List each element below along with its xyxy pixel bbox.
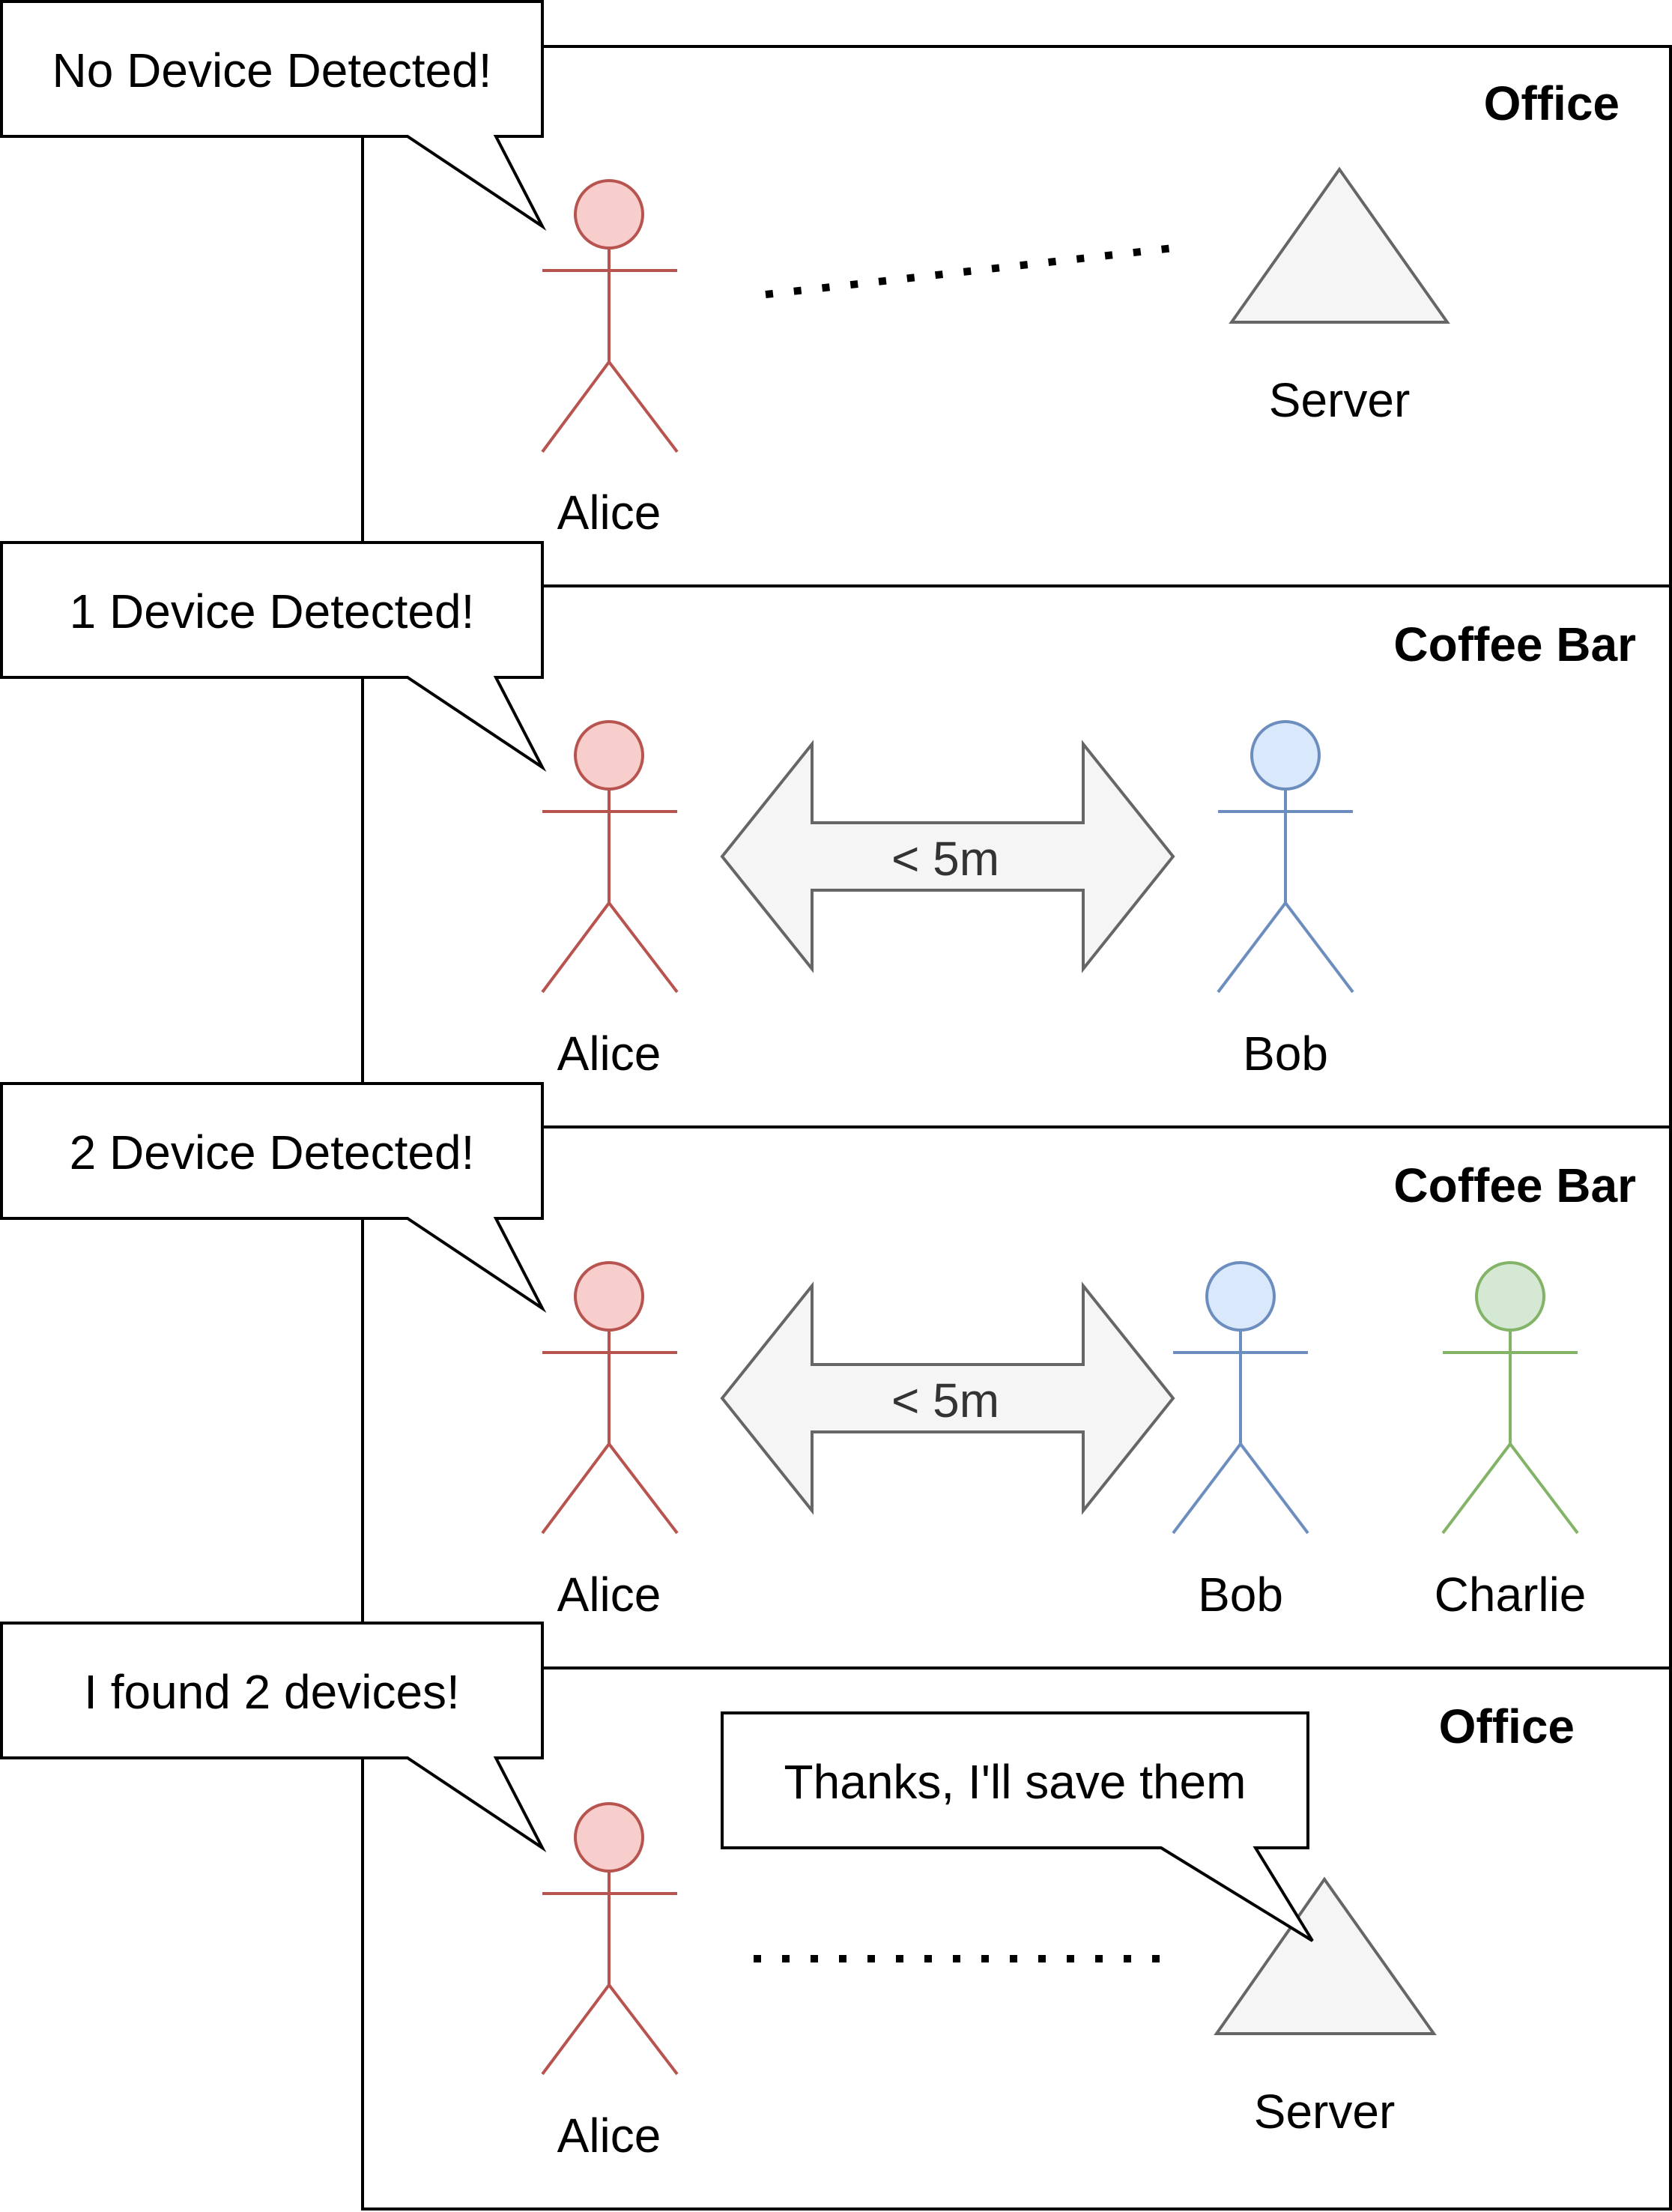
- stick-figure-actor-icon: [1250, 720, 1321, 791]
- actor-charlie: [1441, 1261, 1579, 1535]
- double-headed-arrow-icon: [720, 1281, 1175, 1515]
- actor-label: Alice: [557, 486, 661, 540]
- panel-title: Office: [1484, 76, 1620, 130]
- arrow-label: < 5m: [891, 1374, 999, 1427]
- callout-two-devices: 2 Device Detected!: [0, 1082, 547, 1313]
- callout-one-device: 1 Device Detected!: [0, 541, 547, 772]
- speech-callout-icon: [0, 1622, 547, 1852]
- stick-figure-actor-icon: [1475, 1261, 1545, 1332]
- panel-4-office: Office I found 2 devices! Alice Server T…: [0, 1622, 1672, 2211]
- callout-text: I found 2 devices!: [84, 1665, 460, 1719]
- actor-label: Bob: [1243, 1027, 1328, 1081]
- double-headed-arrow-icon: [720, 740, 1175, 973]
- actor-label: Alice: [557, 2109, 661, 2163]
- callout-no-device: No Device Detected!: [0, 0, 547, 231]
- speech-callout-icon: [721, 1711, 1314, 1942]
- callout-text: 2 Device Detected!: [70, 1125, 475, 1179]
- actor-label: Charlie: [1435, 1568, 1587, 1622]
- speech-callout-icon: [0, 1082, 547, 1313]
- panel-3-coffee-bar: Coffee Bar 2 Device Detected! Alice < 5m…: [0, 1082, 1672, 1669]
- callout-text: No Device Detected!: [52, 43, 492, 97]
- triangle-server-icon: [1214, 1876, 1437, 2035]
- panel-title: Coffee Bar: [1393, 1158, 1636, 1212]
- callout-found-devices: I found 2 devices!: [0, 1622, 547, 1852]
- server: Server: [1214, 1876, 1437, 2139]
- arrow-label: < 5m: [891, 832, 999, 886]
- stick-figure-actor-icon: [1205, 1261, 1276, 1332]
- actor-alice: [541, 1802, 679, 2076]
- actor-bob: [1217, 720, 1354, 994]
- range-arrow: < 5m: [720, 1281, 1175, 1515]
- actor-alice: [541, 1261, 679, 1535]
- range-arrow: < 5m: [720, 740, 1175, 973]
- callout-text: Thanks, I'll save them: [784, 1755, 1247, 1809]
- actor-label: Alice: [557, 1568, 661, 1622]
- actor-alice: [541, 179, 679, 453]
- actor-label: Bob: [1198, 1568, 1283, 1622]
- callout-server-reply: Thanks, I'll save them: [721, 1711, 1314, 1942]
- stick-figure-actor-icon: [574, 720, 644, 791]
- actor-label: Alice: [557, 1027, 661, 1081]
- server-label: Server: [1269, 373, 1411, 427]
- callout-text: 1 Device Detected!: [70, 584, 475, 638]
- stick-figure-actor-icon: [574, 179, 644, 250]
- actor-alice: [541, 720, 679, 994]
- stick-figure-actor-icon: [574, 1261, 644, 1332]
- server: Server: [1229, 166, 1450, 427]
- triangle-server-icon: [1229, 166, 1450, 324]
- speech-callout-icon: [0, 0, 547, 231]
- actor-bob: [1172, 1261, 1309, 1535]
- server-label: Server: [1254, 2085, 1396, 2139]
- panel-1-office: Office No Device Detected! Alice Server: [0, 0, 1672, 587]
- speech-callout-icon: [0, 541, 547, 772]
- panel-2-coffee-bar: Coffee Bar 1 Device Detected! Alice < 5m…: [0, 541, 1672, 1128]
- stick-figure-actor-icon: [574, 1802, 644, 1873]
- panel-title: Office: [1439, 1699, 1575, 1753]
- dotted-link: [765, 244, 1174, 298]
- panel-title: Coffee Bar: [1393, 617, 1636, 671]
